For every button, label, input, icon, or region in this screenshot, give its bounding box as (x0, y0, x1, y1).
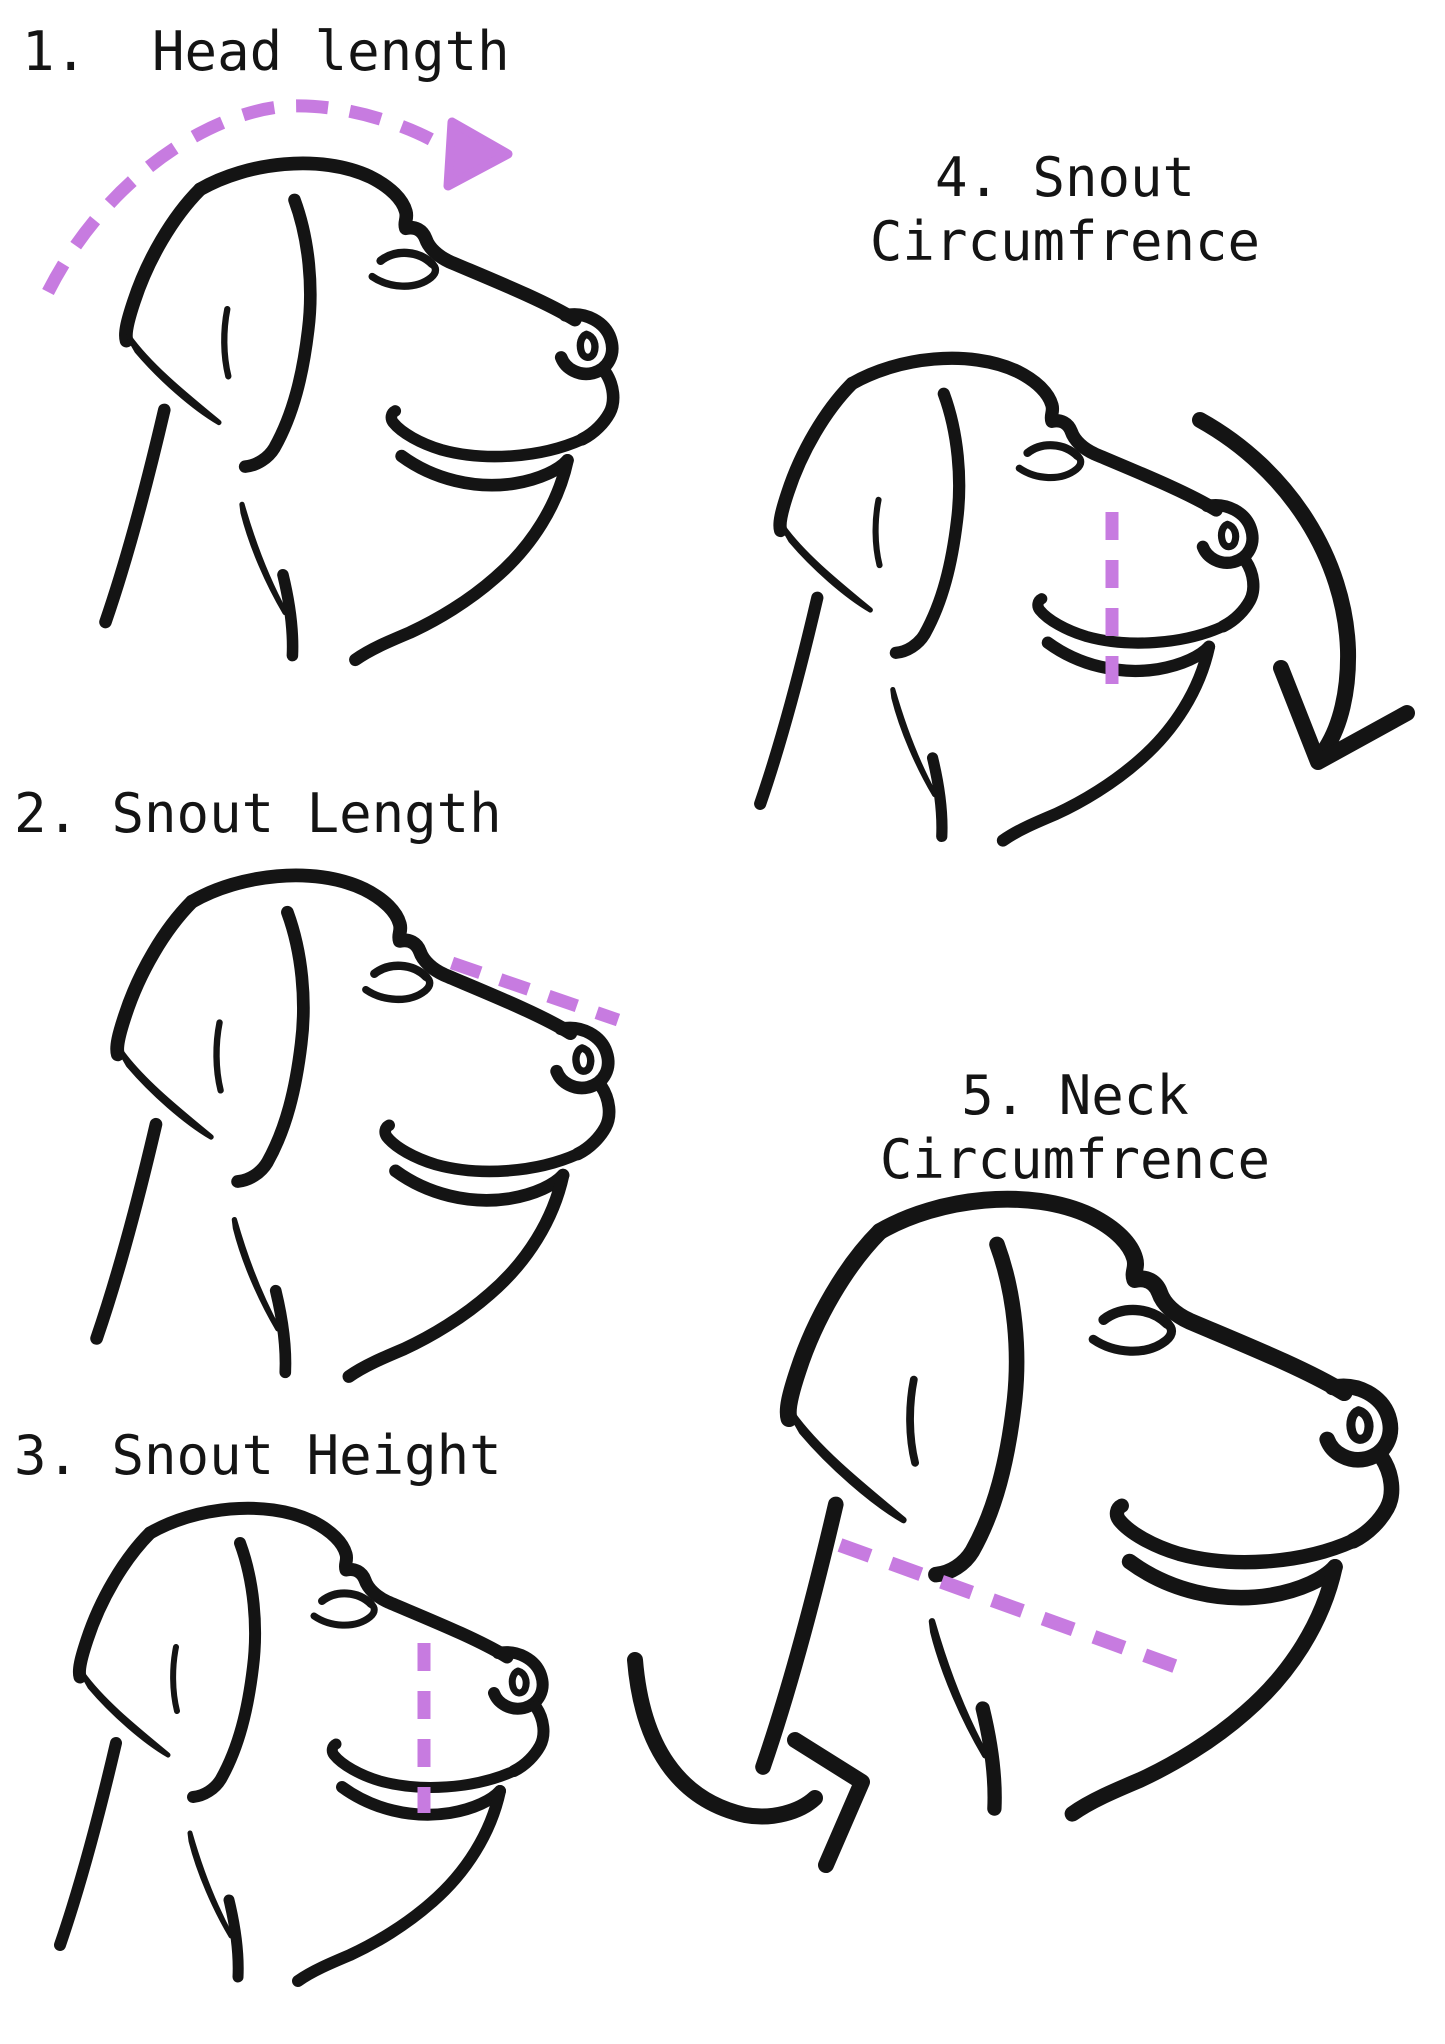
dog-head-icon (760, 358, 1253, 840)
step-3-label: 3. Snout Height (14, 1424, 502, 1487)
step-1-label: 1. Head length (22, 20, 510, 83)
dog-head-icon (763, 1199, 1392, 1814)
figure-1-head-length (42, 99, 614, 660)
snout-circumference-curved-arrow (1192, 412, 1415, 770)
snout-length-dash (449, 956, 621, 1027)
step-5-label-line2: Circumfrence (879, 1127, 1271, 1191)
figure-4-snout-circumference (760, 358, 1415, 840)
dog-head-icon (60, 1508, 543, 1981)
dog-head-icon (97, 875, 609, 1376)
figure-2-snout-length (97, 875, 621, 1376)
head-length-dashed-arrow (42, 99, 456, 295)
step-5-label-line1: 5. Neck (961, 1064, 1189, 1127)
head-length-arrowhead-icon (443, 117, 513, 191)
figure-5-neck-circumference (627, 1199, 1392, 1873)
step-4-label-line2: Circumfrence (869, 209, 1261, 273)
step-2-label: 2. Snout Length (14, 782, 502, 845)
step-5-label: 5. Neck Circumfrence (780, 1064, 1370, 1191)
step-4-label-line1: 4. Snout (934, 146, 1196, 209)
neck-circumference-dash (837, 1538, 1183, 1675)
step-4-label: 4. Snout Circumfrence (770, 146, 1360, 273)
figure-3-snout-height (60, 1508, 543, 1981)
dog-head-icon (106, 163, 614, 659)
neck-circumference-curved-arrow (627, 1652, 870, 1873)
